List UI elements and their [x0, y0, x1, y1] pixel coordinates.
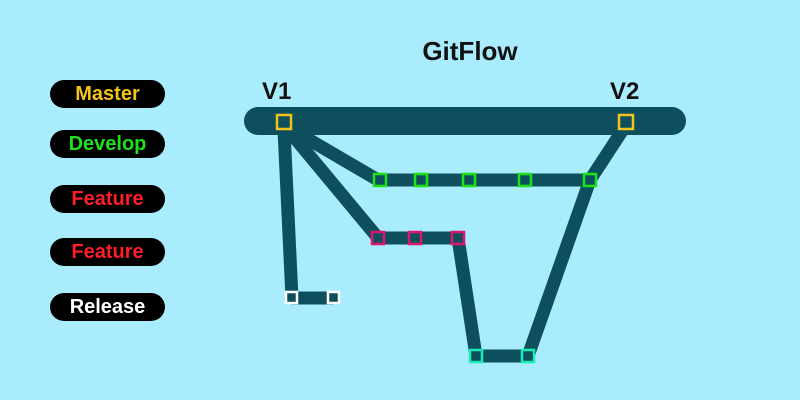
legend-master: Master	[50, 80, 165, 108]
feature-branch-2	[451, 177, 597, 363]
diagram-title: GitFlow	[422, 36, 518, 66]
feature-2-commit	[468, 348, 484, 364]
master-commit-v2	[617, 113, 635, 131]
legend-develop: Develop	[50, 130, 165, 158]
legend-master-label: Master	[75, 83, 140, 105]
develop-commit	[461, 172, 477, 188]
legend-feature-2: Feature	[50, 238, 165, 266]
release-commit	[284, 290, 299, 305]
legend-develop-label: Develop	[68, 133, 147, 155]
master-commit-v1	[275, 113, 293, 131]
develop-commit	[582, 172, 598, 188]
legend-feature-1-label: Feature	[71, 188, 144, 210]
develop-commit	[372, 172, 388, 188]
feature-commit	[450, 230, 466, 246]
feature-commit	[370, 230, 386, 246]
version-label-v2: V2	[610, 78, 640, 105]
develop-commit	[517, 172, 533, 188]
feature-commit	[407, 230, 423, 246]
release-commit	[326, 290, 341, 305]
legend-release: Release	[50, 293, 165, 321]
legend-feature-2-label: Feature	[71, 241, 144, 263]
develop-commit	[413, 172, 429, 188]
version-label-v1: V1	[262, 78, 292, 105]
legend-release-label: Release	[69, 296, 146, 318]
develop-merge-to-master	[584, 121, 632, 184]
feature-2-commit	[520, 348, 536, 364]
release-branch-line	[277, 129, 299, 299]
legend-feature-1: Feature	[50, 185, 165, 213]
